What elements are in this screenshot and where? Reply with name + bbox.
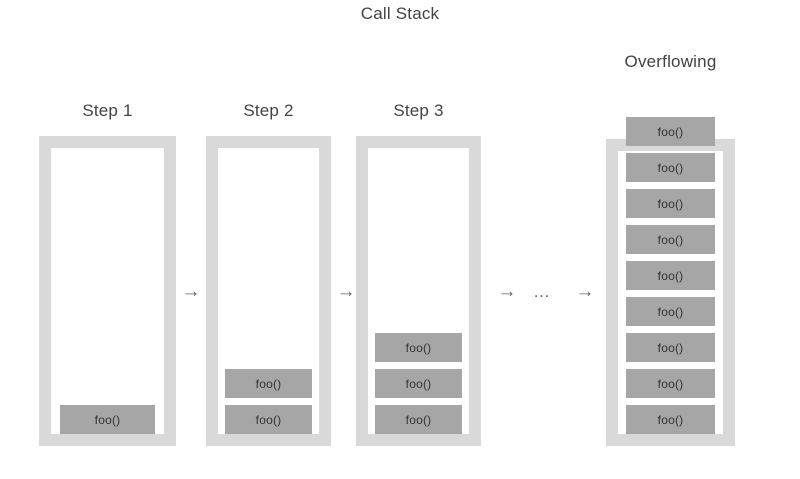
page-title: Call Stack — [360, 4, 440, 23]
stack-frame-block: foo() — [626, 333, 715, 362]
stack-frame-block: foo() — [225, 405, 312, 434]
stack-column-step-1: Step 1 foo() — [39, 0, 176, 479]
flow-arrow-3: → — [492, 281, 522, 301]
stack-frames-step-1: foo() — [60, 148, 155, 443]
stack-frame-block: foo() — [626, 405, 715, 434]
column-label-overflowing: Overflowing — [624, 52, 717, 71]
column-label-step-3: Step 3 — [393, 101, 444, 120]
stack-frame-block: foo() — [375, 333, 462, 362]
column-label-step-2: Step 2 — [243, 101, 294, 120]
stack-frame-block: foo() — [225, 369, 312, 398]
stack-frame-block: foo() — [375, 369, 462, 398]
stack-frame-block: foo() — [626, 297, 715, 326]
stack-frames-step-3: foo() foo() foo() — [375, 148, 462, 443]
stack-frame-block: foo() — [626, 261, 715, 290]
flow-arrow-2: → — [331, 281, 361, 301]
arrow-right-icon: → — [336, 280, 356, 302]
stack-frame-block: foo() — [375, 405, 462, 434]
flow-arrow-4: → — [570, 281, 600, 301]
stack-column-step-2: Step 2 foo() foo() — [206, 0, 331, 479]
arrow-right-icon: → — [181, 280, 201, 302]
stack-frame-block: foo() — [626, 189, 715, 218]
arrow-right-icon: → — [497, 280, 517, 302]
ellipsis-icon: … — [533, 281, 551, 301]
stack-frame-block-overflow: foo() — [626, 117, 715, 146]
stack-frame-block: foo() — [60, 405, 155, 434]
arrow-right-icon: → — [575, 280, 595, 302]
stack-frame-block-overflow: foo() — [626, 153, 715, 182]
stack-column-overflowing: Overflowing foo() foo() foo() foo() foo(… — [606, 0, 735, 479]
stack-well-step-1 — [51, 148, 164, 434]
stack-frames-step-2: foo() foo() — [225, 148, 312, 443]
stack-frame-block: foo() — [626, 369, 715, 398]
stack-frame-block: foo() — [626, 225, 715, 254]
stack-column-step-3: Step 3 foo() foo() foo() — [356, 0, 481, 479]
stack-frames-overflowing: foo() foo() foo() foo() foo() foo() foo(… — [626, 108, 715, 443]
column-label-step-1: Step 1 — [82, 101, 133, 120]
flow-arrow-1: → — [176, 281, 206, 301]
flow-ellipsis: … — [527, 281, 557, 301]
